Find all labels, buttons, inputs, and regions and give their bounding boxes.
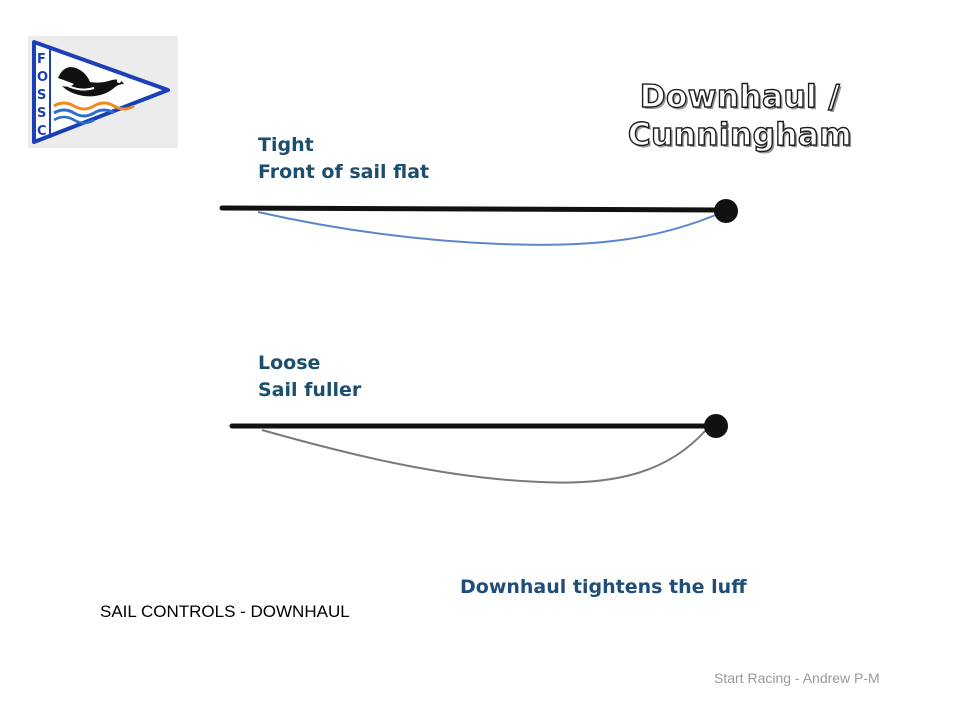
footer-credit: Start Racing - Andrew P-M — [714, 670, 880, 686]
loose-label-line2: Sail fuller — [258, 379, 362, 401]
tight-mast-dot — [714, 199, 738, 223]
tight-boom — [219, 205, 723, 213]
logo-letter: O — [37, 70, 48, 85]
tight-label-line2: Front of sail flat — [258, 161, 430, 183]
tight-label: Tight Front of sail flat — [258, 132, 429, 186]
tight-sail-curve — [257, 211, 719, 246]
logo-letter: S — [37, 88, 46, 103]
loose-label: Loose Sail fuller — [258, 350, 361, 404]
logo-letter: F — [37, 52, 46, 67]
loose-sail-curve — [261, 429, 707, 484]
loose-mast-dot — [704, 414, 728, 438]
caption: Downhaul tightens the luff — [460, 576, 747, 598]
logo-letter: S — [37, 106, 46, 121]
loose-label-line1: Loose — [258, 352, 321, 374]
slide-section-title: SAIL CONTROLS - DOWNHAUL — [100, 602, 350, 621]
tight-label-line1: Tight — [258, 134, 314, 156]
logo-letter: C — [37, 124, 47, 139]
burgee-goose-logo: F O S S C — [28, 36, 178, 148]
slide-heading-line1: Downhaul / — [639, 78, 841, 115]
slide-heading-line2: Cunningham — [627, 116, 853, 153]
slide-heading: Downhaul / Cunningham — [600, 78, 880, 154]
